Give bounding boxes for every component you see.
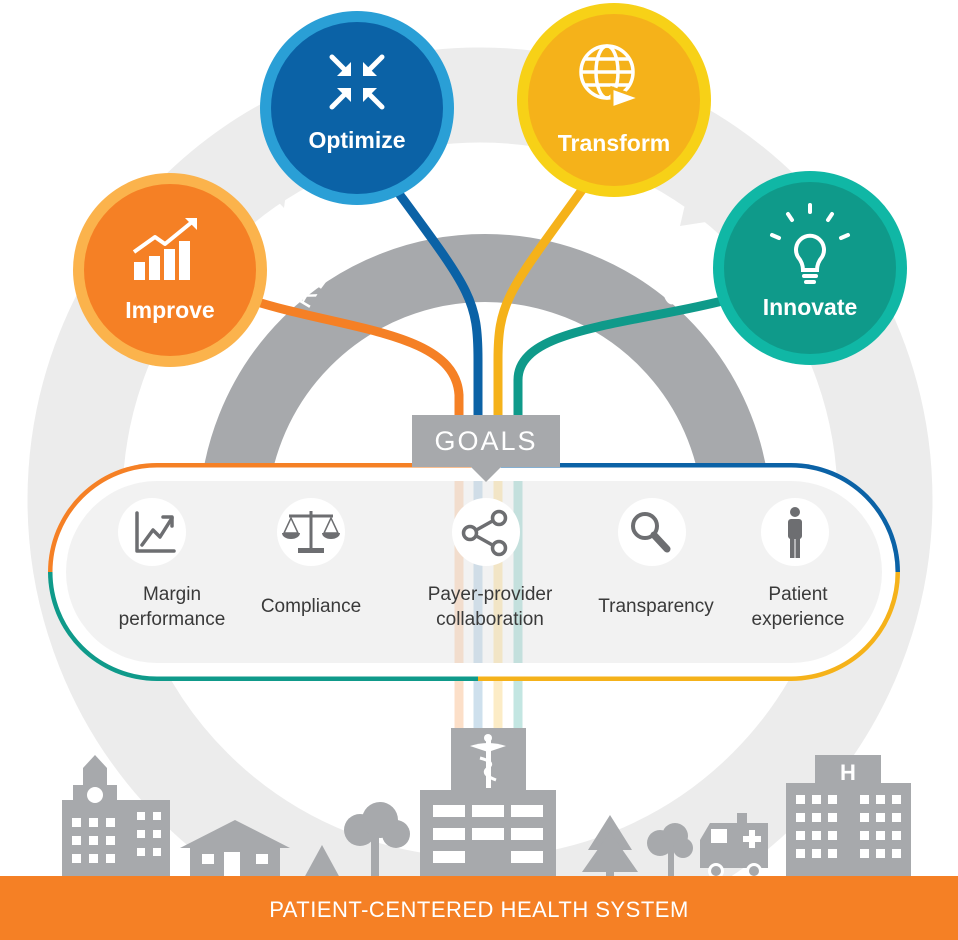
pathway-improve: Improve [73, 173, 267, 367]
hospital-sign: H [840, 760, 856, 785]
goal-label: Compliance [261, 596, 361, 617]
footer-title: PATIENT-CENTERED HEALTH SYSTEM [269, 897, 689, 922]
goals-tag-label: GOALS [434, 426, 537, 456]
goal-label-line1: Patient [768, 584, 828, 605]
goals-panel [48, 463, 900, 681]
round-tree-small [647, 823, 693, 878]
pathway-label: Innovate [763, 294, 858, 320]
goals-tag: GOALS [412, 415, 560, 482]
goal-compliance: Compliance [261, 498, 361, 617]
magnifier-icon [631, 512, 671, 553]
hospital-building [420, 728, 556, 878]
caduceus-icon [470, 734, 506, 788]
goal-transparency: Transparency [598, 498, 714, 617]
pathway-label: Transform [558, 130, 670, 156]
goal-label-line1: Margin [143, 584, 201, 605]
arrows-converge-icon [329, 54, 385, 110]
footer-banner: PATIENT-CENTERED HEALTH SYSTEM [0, 876, 958, 940]
round-tree [344, 802, 410, 878]
city-skyline: H [62, 728, 911, 880]
goal-payer-provider-collaboration: Payer-provider collaboration [428, 498, 553, 630]
pine-tree-small [304, 845, 340, 880]
goal-label-line2: experience [752, 609, 845, 630]
pine-tree [582, 815, 638, 878]
pathway-label: Improve [125, 297, 214, 323]
pathway-optimize: Optimize [260, 11, 454, 205]
goal-label: Transparency [598, 596, 714, 617]
goal-label-line1: Payer-provider [428, 584, 553, 605]
goal-label-line2: performance [119, 609, 226, 630]
line-chart-icon [135, 511, 176, 553]
goal-margin-performance: Margin performance [118, 498, 225, 630]
globe-arrow-icon [579, 44, 645, 111]
person-icon [788, 507, 802, 558]
bar-chart-trend-icon [132, 218, 197, 280]
ambulance-icon [700, 813, 768, 879]
lightbulb-icon [770, 203, 850, 284]
pathway-label: Optimize [308, 127, 405, 153]
hospital-tower-right: H [786, 755, 911, 878]
goal-patient-experience: Patient experience [752, 498, 845, 630]
goal-label-line2: collaboration [436, 609, 544, 630]
scales-icon [282, 511, 340, 553]
share-nodes-icon [461, 509, 508, 557]
pathway-transform: Transform [517, 3, 711, 197]
house [180, 820, 290, 878]
pathway-innovate: Innovate [713, 171, 907, 365]
